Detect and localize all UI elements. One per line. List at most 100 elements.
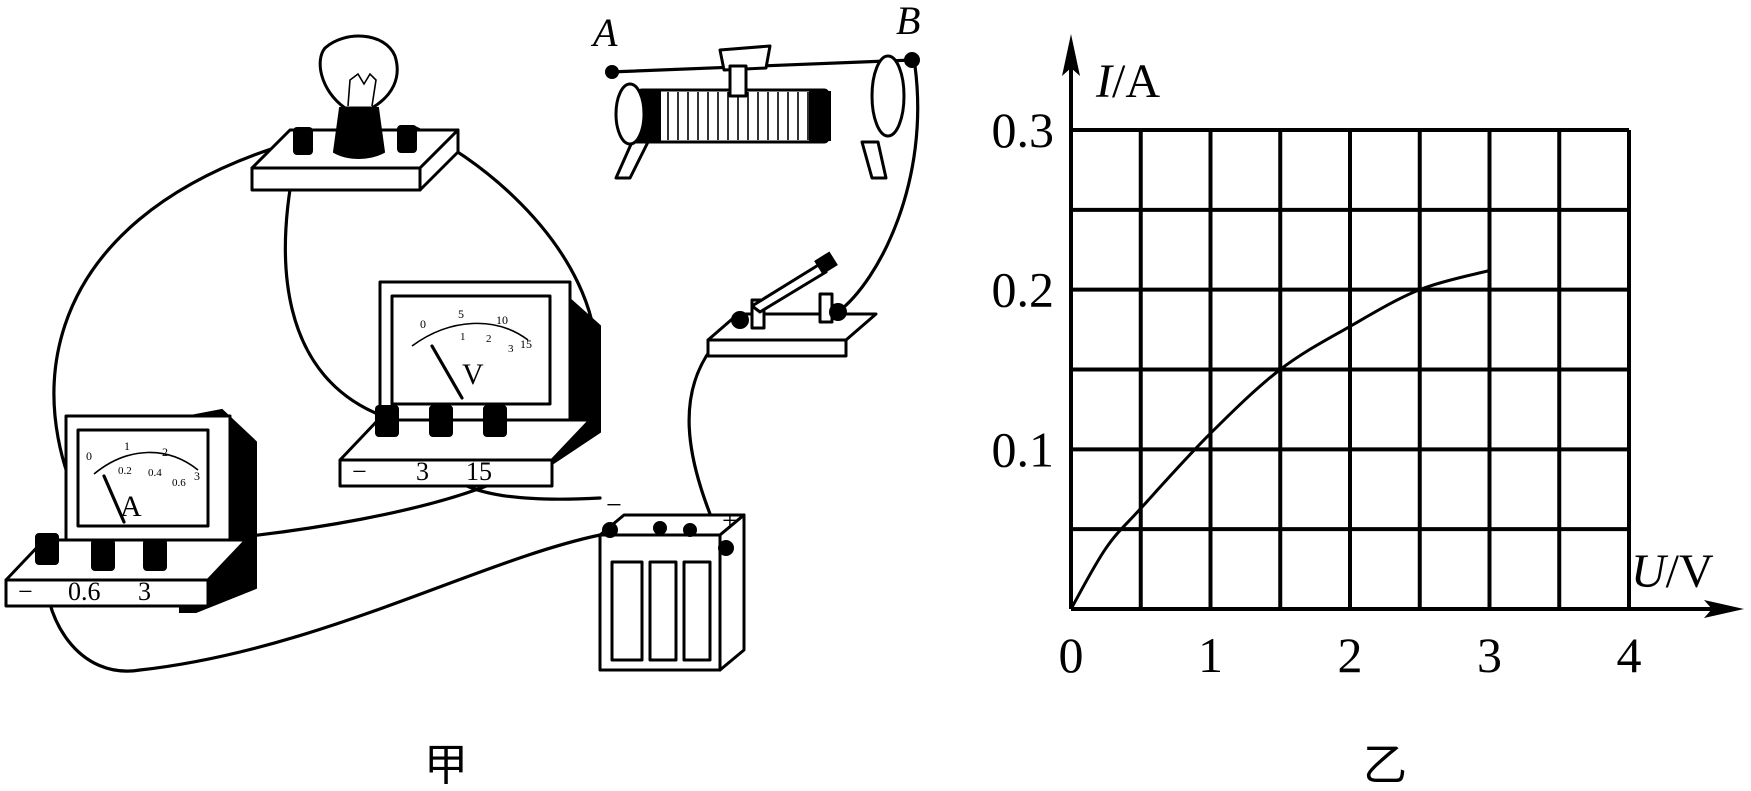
rheostat-leg-right [860,140,888,180]
x-tick-label: 1 [1198,627,1223,683]
voltmeter-needle [430,344,464,400]
circuit-figure: A B 0 5 10 15 1 2 [4,0,920,790]
battery-terminal-positive[interactable] [718,540,734,556]
voltmeter-scale-top-3: 15 [520,337,532,351]
voltmeter: 0 5 10 15 1 2 3 V − 3 15 [338,280,601,488]
battery-side [718,513,746,672]
voltmeter-base-front [338,458,554,488]
y-tick-label: 0.3 [992,102,1055,158]
iu-curve [1069,269,1490,610]
switch-base-front [706,338,848,358]
ammeter: 0 1 2 3 0.2 0.4 0.6 A − 0.6 3 [4,408,257,613]
x-axis-variable: U [1631,545,1669,598]
chart-axes [1062,34,1744,618]
y-axis-unit: A [1125,55,1160,108]
caption-left: 甲 [424,741,468,786]
wire-switch-to-rheostat [836,64,920,314]
ammeter-dial [76,428,210,528]
battery: − + [598,490,746,672]
voltmeter-terminal-label-3: 3 [416,457,429,486]
voltmeter-scale-arc [411,322,529,347]
battery-cell-3 [682,560,712,662]
iu-graph: 0 1 2 3 4 0.1 0.2 0.3 I/A U/V 乙 [992,34,1744,790]
ammeter-scale-bottom-1: 0.4 [148,467,162,479]
voltmeter-unit-symbol: V [462,358,484,391]
ammeter-terminal-label-3: 3 [138,577,151,606]
chart-ticks: 0 1 2 3 4 0.1 0.2 0.3 [992,102,1642,683]
x-axis-unit: V [1679,545,1714,598]
x-tick-label: 0 [1059,627,1084,683]
ammeter-terminal-label-negative: − [18,577,33,606]
lamp [250,34,460,192]
lamp-base-side [418,128,460,192]
y-tick-label: 0.1 [992,421,1055,477]
lamp-filament [347,72,377,107]
ammeter-base-front [4,578,210,608]
battery-connector-1 [653,521,667,535]
y-axis-arrow [1062,34,1080,76]
x-axis-label: U/V [1631,545,1714,598]
y-axis-label: I/A [1095,55,1160,108]
ammeter-scale-bottom-0: 0.2 [118,465,132,477]
rheostat-terminal-a-label: A [590,10,618,55]
caption-right: 乙 [1363,741,1407,786]
x-tick-label: 4 [1617,627,1642,683]
battery-cell-2 [648,560,678,662]
ammeter-scale-bottom-2: 0.6 [172,477,186,489]
battery-minus-label: − [606,490,622,521]
battery-cell-1 [610,560,644,662]
battery-plus-label: + [722,506,738,537]
switch-blade[interactable] [750,262,828,314]
rheostat-end-cap [614,82,646,146]
battery-connector-2 [683,523,697,537]
rheostat-coil [667,92,809,140]
ammeter-scale-arc [93,451,199,475]
ammeter-terminal-label-0-6: 0.6 [68,577,101,606]
voltmeter-dial [390,294,552,406]
voltmeter-scale-bottom-0: 1 [460,331,466,343]
ammeter-unit-symbol: A [120,490,142,523]
ammeter-needle [102,474,126,524]
voltmeter-scale-top-1: 5 [458,307,464,321]
ammeter-terminal-negative[interactable] [35,533,59,565]
x-tick-label: 3 [1477,627,1502,683]
lamp-terminal-left[interactable] [293,127,313,155]
sliding-rheostat[interactable]: A B [590,0,920,180]
lamp-terminal-right[interactable] [397,125,417,153]
wire-ammeter-to-battery [42,533,602,673]
lamp-socket [332,107,386,159]
x-tick-label: 2 [1338,627,1363,683]
knife-switch[interactable] [706,251,878,358]
battery-terminal-negative[interactable] [602,522,618,538]
ammeter-scale-top-1: 1 [124,439,130,453]
ammeter-scale-top-0: 0 [86,449,92,463]
y-tick-label: 0.2 [992,262,1055,318]
chart-grid [1071,128,1631,609]
voltmeter-terminal-negative[interactable] [375,405,399,437]
voltmeter-terminal-label-15: 15 [466,457,492,486]
voltmeter-terminal-3[interactable] [429,405,453,437]
switch-handle[interactable] [814,251,838,275]
voltmeter-terminal-label-negative: − [352,457,367,486]
y-axis-variable: I [1095,55,1114,108]
voltmeter-scale-bottom-1: 2 [486,333,492,345]
voltmeter-terminal-15[interactable] [483,405,507,437]
ammeter-terminal-3[interactable] [143,539,167,571]
rheostat-end-ring [870,54,906,138]
voltmeter-scale-bottom-2: 3 [508,343,514,355]
ammeter-scale-top-3: 3 [194,469,200,483]
switch-terminal-left[interactable] [731,311,749,329]
lamp-base-front [250,166,422,192]
rheostat-slider[interactable] [718,44,772,98]
ammeter-terminal-0-6[interactable] [91,539,115,571]
ammeter-scale-top-2: 2 [162,445,168,459]
switch-terminal-right[interactable] [829,303,847,321]
voltmeter-scale-top-2: 10 [496,313,508,327]
x-axis-arrow [1704,600,1744,618]
rheostat-leg-left [614,140,650,180]
chart-series [1069,269,1490,610]
lamp-bulb [318,34,399,110]
voltmeter-scale-top-0: 0 [420,317,426,331]
